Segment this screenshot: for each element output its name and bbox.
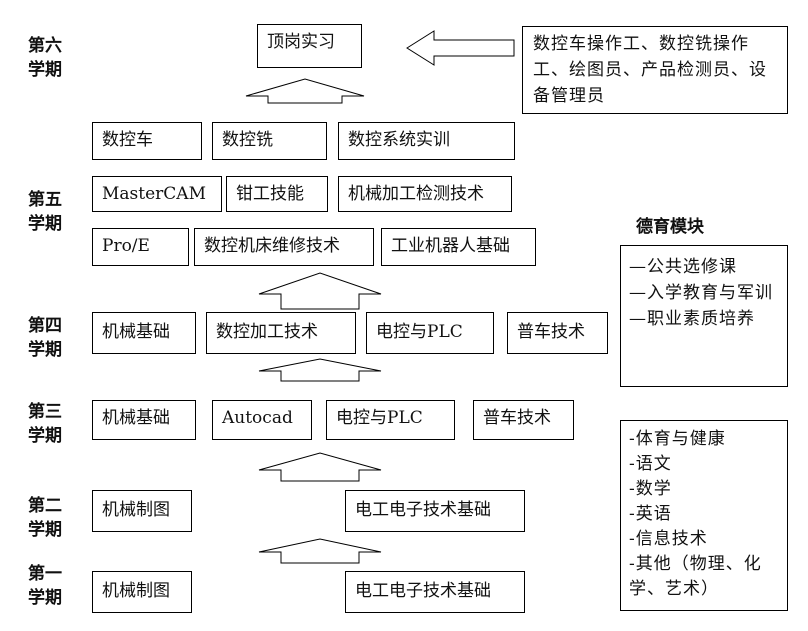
course-box-machining-inspection: 机械加工检测技术	[338, 176, 512, 212]
course-box-mechanical-basics-s3: 机械基础	[92, 400, 196, 440]
course-box-lathe-tech-s4: 普车技术	[507, 312, 608, 354]
course-box-cnc-lathe: 数控车	[92, 122, 202, 160]
course-box-cnc-system-practice: 数控系统实训	[338, 122, 515, 160]
general-item-5: -信息技术	[629, 529, 708, 549]
semester-label-4: 第四 学期	[28, 314, 88, 362]
up-arrow-icon-3-4	[258, 358, 382, 382]
general-courses-box: -体育与健康 -语文 -数学 -英语 -信息技术 -其他（物理、化学、艺术）	[620, 420, 788, 611]
moral-module-title: 德育模块	[636, 217, 704, 237]
course-box-lathe-tech-s3: 普车技术	[473, 400, 574, 440]
semester-1-line1: 第一	[28, 564, 62, 584]
course-box-robotics-basics: 工业机器人基础	[381, 228, 536, 266]
semester-1-line2: 学期	[28, 588, 62, 608]
course-box-autocad: Autocad	[212, 400, 312, 440]
course-box-electronics-basics-s2: 电工电子技术基础	[345, 490, 525, 532]
semester-label-6: 第六 学期	[28, 34, 88, 82]
course-box-pro-e: Pro/E	[92, 228, 189, 266]
semester-6-line2: 学期	[28, 60, 62, 80]
semester-5-line2: 学期	[28, 214, 62, 234]
general-item-1: -体育与健康	[629, 429, 726, 449]
general-item-2: -语文	[629, 454, 672, 474]
semester-2-line1: 第二	[28, 496, 62, 516]
moral-module-box: —公共选修课 —入学教育与军训 —职业素质培养	[620, 245, 788, 387]
course-box-mechanical-drawing-s2: 机械制图	[92, 490, 192, 532]
up-arrow-icon-4-5	[258, 272, 382, 310]
semester-3-line1: 第三	[28, 402, 62, 422]
moral-item-3: —职业素质培养	[629, 309, 755, 329]
general-item-3: -数学	[629, 479, 672, 499]
course-box-mechanical-basics-s4: 机械基础	[92, 312, 196, 354]
semester-label-2: 第二 学期	[28, 494, 88, 542]
course-box-cnc-maintenance: 数控机床维修技术	[194, 228, 374, 266]
up-arrow-icon-1-2	[258, 538, 382, 564]
semester-2-line2: 学期	[28, 520, 62, 540]
moral-item-2: —入学教育与军训	[629, 283, 773, 303]
semester-4-line1: 第四	[28, 316, 62, 336]
semester-label-5: 第五 学期	[28, 188, 88, 236]
semester-6-line1: 第六	[28, 36, 62, 56]
semester-4-line2: 学期	[28, 340, 62, 360]
internship-box: 顶岗实习	[257, 24, 362, 68]
course-box-electrical-plc-s3: 电控与PLC	[326, 400, 455, 440]
semester-3-line2: 学期	[28, 426, 62, 446]
up-arrow-icon-2-3	[258, 452, 382, 482]
course-box-mechanical-drawing-s1: 机械制图	[92, 571, 192, 613]
course-box-fitter-skills: 钳工技能	[226, 176, 328, 212]
moral-item-1: —公共选修课	[629, 257, 737, 277]
course-box-electrical-plc-s4: 电控与PLC	[366, 312, 494, 354]
course-box-cnc-milling: 数控铣	[212, 122, 327, 160]
course-box-electronics-basics-s1: 电工电子技术基础	[345, 571, 525, 613]
up-arrow-icon-5-6	[245, 78, 365, 104]
jobs-box: 数控车操作工、数控铣操作工、绘图员、产品检测员、设备管理员	[522, 26, 788, 114]
semester-label-3: 第三 学期	[28, 400, 88, 448]
course-box-cnc-machining-tech: 数控加工技术	[206, 312, 356, 354]
general-item-4: -英语	[629, 504, 672, 524]
left-arrow-icon	[406, 30, 515, 66]
semester-5-line1: 第五	[28, 190, 62, 210]
semester-label-1: 第一 学期	[28, 562, 88, 610]
course-box-mastercam: MasterCAM	[92, 176, 222, 212]
general-item-6: -其他（物理、化学、艺术）	[629, 554, 762, 599]
